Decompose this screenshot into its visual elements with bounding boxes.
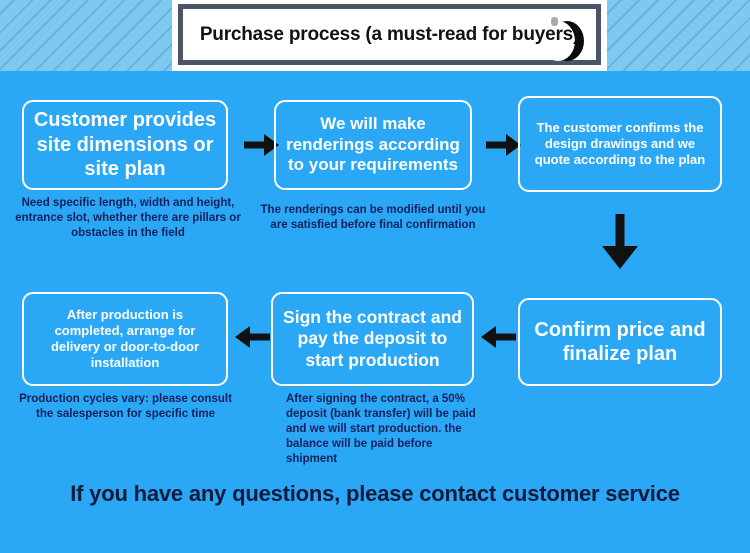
process-step-2-caption: The renderings can be modified until you… [260, 204, 486, 231]
footer-contact-note: If you have any questions, please contac… [70, 481, 680, 506]
process-step-1-box[interactable]: Customer provides site dimensions or sit… [22, 100, 228, 190]
process-step-4-box[interactable]: Confirm price and finalize plan [518, 298, 722, 386]
process-step-2-box[interactable]: We will make renderings according to you… [274, 100, 472, 190]
arrow-right-icon [244, 131, 280, 159]
process-step-1-caption: Need specific length, width and height, … [15, 197, 241, 239]
process-step-1-label: Customer provides site dimensions or sit… [33, 109, 217, 181]
process-step-5-box[interactable]: Sign the contract and pay the deposit to… [271, 292, 474, 386]
process-step-6-caption: Production cycles vary: please consult t… [19, 393, 232, 420]
process-step-5-label: Sign the contract and pay the deposit to… [283, 306, 462, 370]
arrow-left-icon [480, 323, 516, 351]
title-plate-inner: Purchase process (a must-read for buyers… [178, 4, 601, 65]
process-step-6-box[interactable]: After production is completed, arrange f… [22, 292, 228, 386]
process-step-3-box[interactable]: The customer confirms the design drawing… [518, 96, 722, 192]
process-step-6-label: After production is completed, arrange f… [50, 307, 200, 370]
process-step-4-label: Confirm price and finalize plan [534, 318, 706, 365]
arrow-left-icon [234, 323, 270, 351]
arrow-right-icon [486, 131, 522, 159]
process-step-5-caption: After signing the contract, a 50% deposi… [286, 393, 476, 465]
title-plate: Purchase process (a must-read for buyers… [172, 0, 607, 71]
process-step-2-label: We will make renderings according to you… [286, 113, 460, 175]
page-title: Purchase process (a must-read for buyers… [199, 23, 580, 45]
arrow-down-icon [598, 214, 642, 270]
process-step-3-label: The customer confirms the design drawing… [534, 120, 706, 167]
